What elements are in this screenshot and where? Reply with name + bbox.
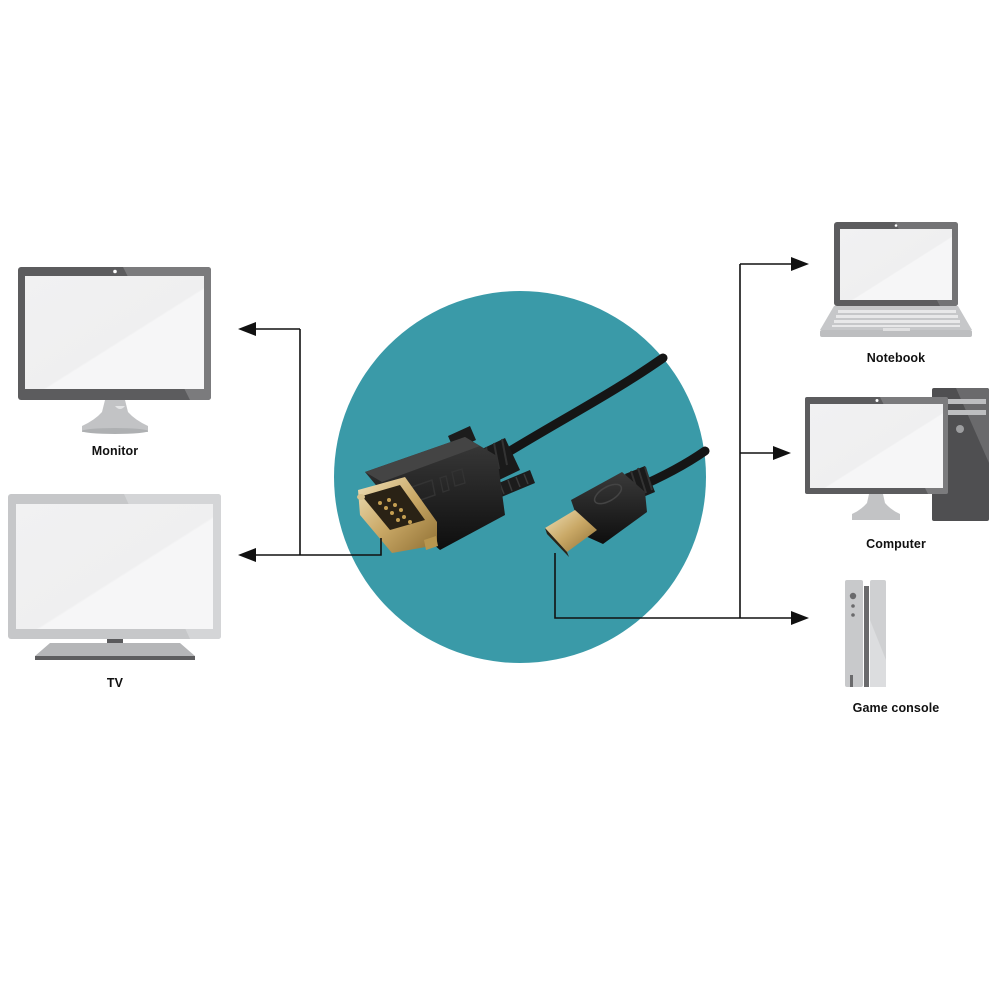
computer-label: Computer [866,537,926,551]
connection-lines [255,263,792,619]
monitor-label: Monitor [91,444,139,458]
dvi-connector [357,426,535,553]
game-console-label: Game console [852,701,940,715]
arrow-right-icon-notebook [791,257,809,271]
arrowheads [238,257,809,625]
dvi-cable-strand [487,353,668,467]
arrow-right-icon-computer [773,446,791,460]
cable-illustration [334,291,710,663]
arrow-left-icon-tv [238,548,256,562]
line-hdmi-to-right-bus [554,553,740,619]
monitor-icon [18,267,211,434]
tv-icon [8,494,221,660]
game-console-icon [845,580,886,687]
notebook-label: Notebook [866,351,926,365]
notebook-icon [820,222,972,337]
line-dvi-to-left-bus [300,538,382,556]
arrow-right-icon-game-console [791,611,809,625]
tv-label: TV [106,676,124,690]
arrow-left-icon-monitor [238,322,256,336]
computer-icon [805,388,989,521]
hdmi-connector [545,466,655,557]
